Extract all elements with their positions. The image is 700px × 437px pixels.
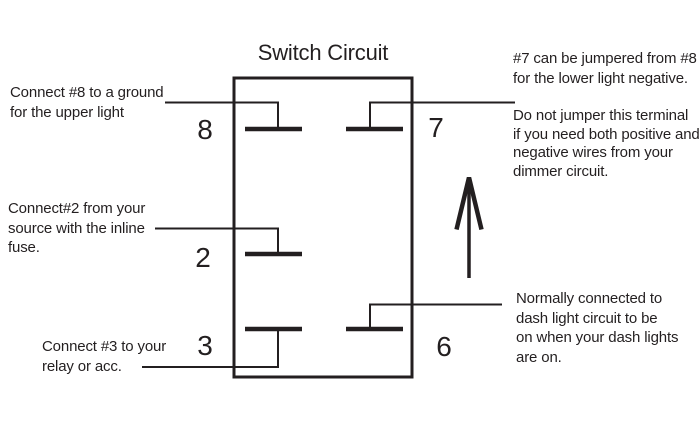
terminal-7-label: 7 bbox=[428, 112, 444, 143]
note-terminal-3: Connect #3 to your relay or acc. bbox=[42, 338, 167, 375]
note-terminal-7-warning: Do not jumper this terminal if you need … bbox=[513, 107, 700, 180]
terminal-2-label: 2 bbox=[195, 242, 211, 273]
diagram-title: Switch Circuit bbox=[257, 40, 389, 65]
terminal-2-wire bbox=[155, 227, 279, 252]
terminal-8-label: 8 bbox=[197, 114, 213, 145]
note-terminal-2: Connect#2 from your source with the inli… bbox=[8, 200, 146, 256]
terminal-7-wire bbox=[369, 101, 515, 127]
note-terminal-6: Normally connected to dash light circuit… bbox=[516, 290, 679, 366]
terminal-8-wire bbox=[165, 101, 279, 127]
terminal-6-label: 6 bbox=[436, 331, 452, 362]
terminal-3-wire bbox=[142, 331, 279, 368]
up-arrow-icon bbox=[454, 176, 484, 278]
terminal-6-wire bbox=[369, 303, 502, 327]
note-terminal-8: Connect #8 to a ground for the upper lig… bbox=[10, 84, 164, 121]
terminal-3-label: 3 bbox=[197, 330, 213, 361]
note-terminal-7-jumper: #7 can be jumpered from #8 for the lower… bbox=[513, 50, 697, 87]
